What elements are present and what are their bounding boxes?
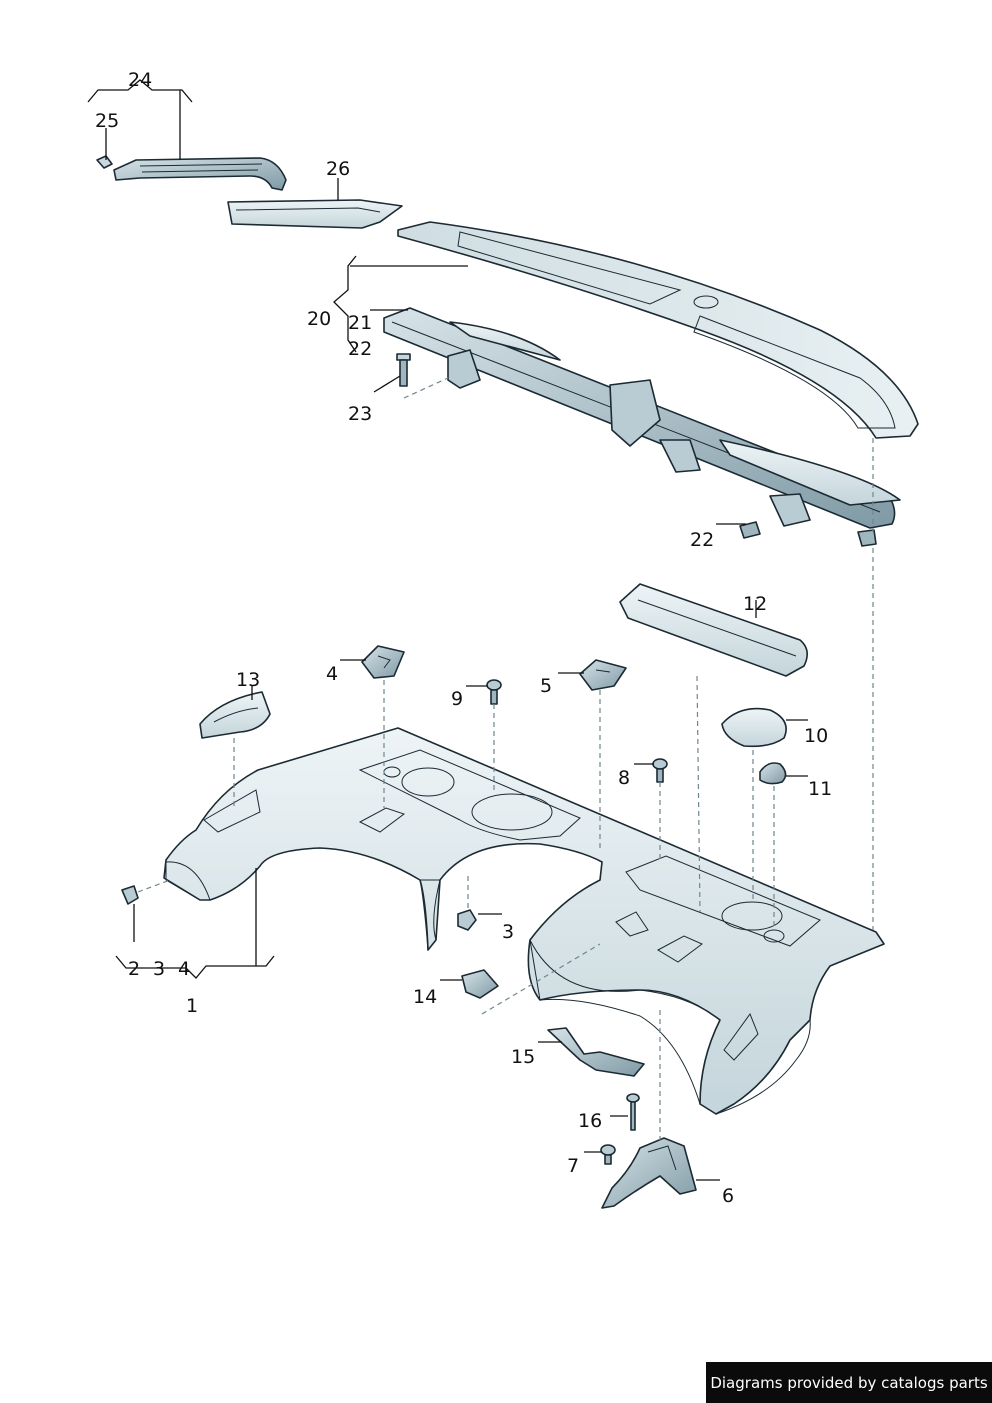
callout-4: 4: [326, 663, 338, 685]
callout-25: 25: [95, 110, 119, 132]
callout-20: 20: [307, 308, 331, 330]
support-bracket-6: [601, 1137, 697, 1209]
callout-13: 13: [236, 669, 260, 691]
callout-22-lower: 22: [690, 529, 714, 551]
credit-badge: Diagrams provided by catalogs parts: [706, 1362, 992, 1403]
callout-3-group: 3: [153, 958, 165, 980]
screw-8: [652, 758, 668, 783]
callout-5: 5: [540, 675, 552, 697]
callout-9: 9: [451, 688, 463, 710]
clip-2: [121, 885, 139, 905]
clip-5: [579, 659, 627, 691]
callout-6: 6: [722, 1185, 734, 1207]
leader-lines: [87, 79, 808, 1181]
callout-23: 23: [348, 403, 372, 425]
screw-7: [600, 1144, 616, 1165]
screw-9: [486, 679, 502, 705]
callout-21: 21: [348, 312, 372, 334]
callout-3: 3: [502, 921, 514, 943]
cover-10: [721, 707, 787, 748]
cap-13: [199, 691, 271, 739]
callout-16: 16: [578, 1110, 602, 1132]
callout-8: 8: [618, 767, 630, 789]
callout-15: 15: [511, 1046, 535, 1068]
callout-1: 1: [186, 995, 198, 1017]
callout-14: 14: [413, 986, 437, 1008]
assembly-lines: [137, 377, 874, 1140]
rear-wall-panel: [163, 727, 885, 1115]
rivet-16: [626, 1093, 640, 1131]
bracket-15: [547, 1027, 645, 1077]
trim-strip: [227, 199, 403, 229]
clip-4: [361, 645, 405, 679]
callout-22-upper: 22: [348, 338, 372, 360]
callout-12: 12: [743, 593, 767, 615]
bolt-23: [396, 353, 411, 387]
parcel-shelf-cover: [397, 221, 919, 439]
callout-labels: 24 25 26 20 21 22 23 22 12 13 4 5 9 10 8…: [95, 69, 832, 1207]
callout-26: 26: [326, 158, 350, 180]
nut-3: [457, 909, 477, 931]
callout-24: 24: [128, 69, 152, 91]
callout-10: 10: [804, 725, 828, 747]
callout-11: 11: [808, 778, 832, 800]
cap-14: [461, 969, 499, 999]
brake-light-strip: [96, 155, 287, 191]
tray: [619, 583, 808, 677]
callout-2: 2: [128, 958, 140, 980]
callout-7: 7: [567, 1155, 579, 1177]
callout-4-group: 4: [178, 958, 190, 980]
credit-text: Diagrams provided by catalogs parts: [710, 1373, 988, 1392]
shelf-frame: [383, 307, 901, 547]
cover-11: [759, 762, 787, 785]
